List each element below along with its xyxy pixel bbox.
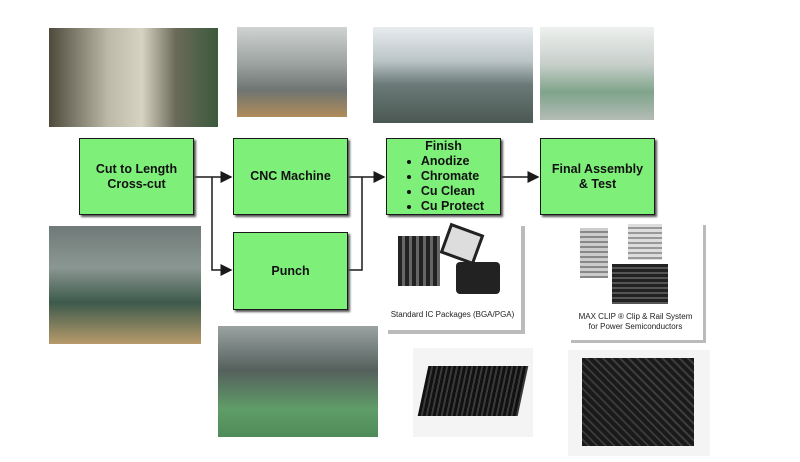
base-heatsink-photo — [568, 350, 710, 456]
step-punch: Punch — [233, 232, 348, 310]
finish-title: Finish — [425, 139, 462, 153]
step-cut-to-length: Cut to Length Cross-cut — [79, 138, 194, 215]
step-final-assembly: Final Assembly & Test — [540, 138, 655, 215]
finish-line-photo — [373, 27, 533, 123]
ic-heatsinks-image: Standard IC Packages (BGA/PGA) — [384, 222, 521, 330]
punch-label: Punch — [271, 263, 310, 278]
press-floor-photo — [218, 326, 378, 437]
finish-list: Anodize Chromate Cu Clean Cu Protect — [403, 154, 484, 214]
finish-item: Anodize — [421, 154, 484, 169]
cnc-machine-photo — [237, 27, 347, 117]
finish-item: Cu Protect — [421, 199, 484, 214]
cut-label-line2: Cross-cut — [107, 176, 166, 191]
step-finish: Finish Anodize Chromate Cu Clean Cu Prot… — [386, 138, 501, 215]
final-label-line1: Final Assembly — [551, 161, 644, 176]
cut-machine-photo — [49, 28, 218, 127]
maxclip-caption-line2: for Power Semiconductors — [588, 322, 683, 331]
extruded-heatsink-photo — [413, 348, 533, 437]
finish-item: Cu Clean — [421, 184, 484, 199]
finish-item: Chromate — [421, 169, 484, 184]
arrow-punch-merge — [347, 177, 363, 271]
punch-press-photo — [49, 226, 201, 344]
final-label-line2: & Test — [578, 176, 617, 191]
maxclip-caption-line1: MAX CLIP ® Clip & Rail System — [578, 312, 693, 321]
cut-label-line1: Cut to Length — [95, 161, 178, 176]
ic-caption: Standard IC Packages (BGA/PGA) — [390, 310, 515, 319]
maxclip-heatsinks-image: MAX CLIP ® Clip & Rail System for Power … — [568, 222, 703, 340]
cnc-label: CNC Machine — [250, 169, 331, 183]
step-cnc-machine: CNC Machine — [233, 138, 348, 215]
assembly-line-photo — [540, 27, 654, 120]
arrow-cut-to-punch — [211, 177, 233, 276]
